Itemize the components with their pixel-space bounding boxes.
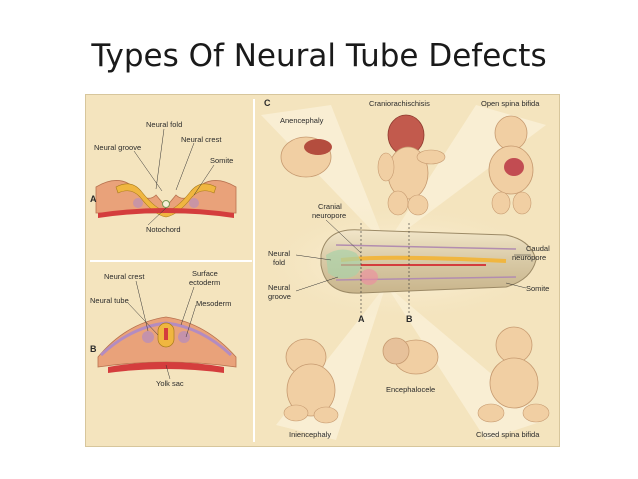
label-cranial-neuropore-2: neuropore [312, 211, 347, 220]
label-surface-ectoderm-2: ectoderm [189, 278, 221, 287]
label-iniencephaly: Iniencephaly [289, 430, 332, 439]
label-neural-groove-a: Neural groove [94, 143, 142, 152]
label-cranial-neuropore-1: Cranial [318, 202, 342, 211]
figure-artwork [90, 99, 556, 442]
panel-b-diagram [97, 280, 237, 380]
label-craniorachischisis: Craniorachischisis [369, 99, 430, 108]
label-neural-fold-a: Neural fold [146, 120, 183, 129]
section-label-a: A [358, 314, 365, 324]
label-closed-spina-bifida: Closed spina bifida [476, 430, 540, 439]
slide-title: Types Of Neural Tube Defects [91, 38, 547, 74]
panel-letter-c: C [264, 98, 271, 108]
label-neural-crest-a: Neural crest [181, 135, 222, 144]
label-notochord: Notochord [146, 225, 181, 234]
panel-letter-a: A [90, 194, 97, 204]
label-surface-ectoderm-1: Surface [192, 269, 218, 278]
open-spina-bifida-illustration [488, 115, 534, 215]
neural-tube-figure: Neural fold Neural crest Neural groove S… [85, 94, 560, 447]
encephalocele-illustration [382, 337, 439, 375]
label-neural-tube: Neural tube [90, 296, 129, 305]
label-somite-a: Somite [210, 156, 234, 165]
label-neural-groove-c-1: Neural [268, 283, 291, 292]
label-somite-c: Somite [526, 284, 550, 293]
label-caudal-neuropore-1: Caudal [526, 244, 550, 253]
label-neural-fold-c-2: fold [273, 258, 286, 267]
label-neural-crest-b: Neural crest [104, 272, 145, 281]
label-caudal-neuropore-2: neuropore [512, 253, 547, 262]
label-open-spina-bifida: Open spina bifida [481, 99, 540, 108]
craniorachischisis-illustration [377, 114, 446, 216]
embryo-diagram [295, 219, 537, 313]
anencephaly-illustration [280, 136, 332, 178]
label-anencephaly: Anencephaly [280, 116, 324, 125]
label-mesoderm: Mesoderm [196, 299, 232, 308]
label-neural-fold-c-1: Neural [268, 249, 291, 258]
label-neural-groove-c-2: groove [268, 292, 291, 301]
panel-letter-b-text: B [90, 344, 97, 354]
panel-a-diagram [95, 128, 237, 226]
section-label-b: B [406, 314, 413, 324]
label-yolk-sac: Yolk sac [156, 379, 184, 388]
iniencephaly-illustration [283, 338, 339, 424]
label-encephalocele: Encephalocele [386, 385, 436, 394]
closed-spina-bifida-illustration [477, 326, 550, 423]
